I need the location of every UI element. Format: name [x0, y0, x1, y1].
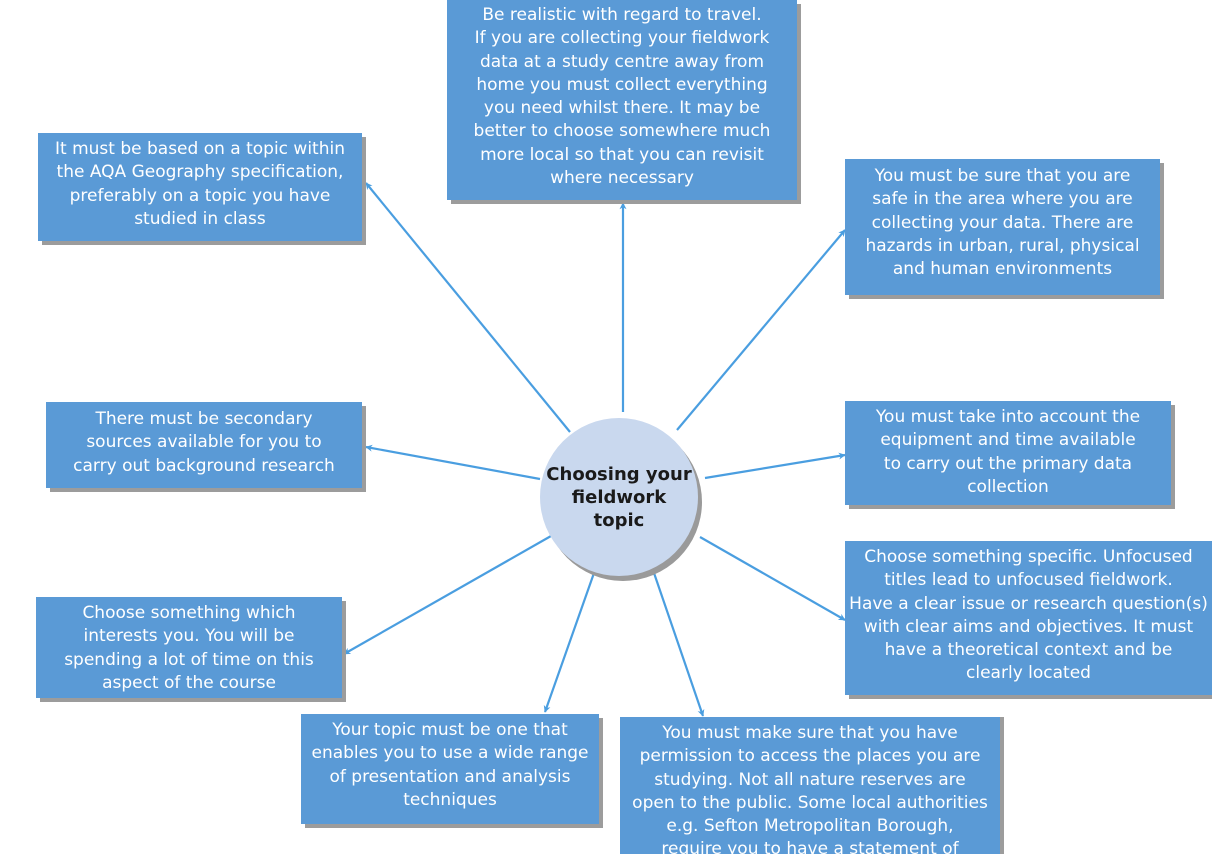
- central-topic-hub: Choosing your fieldwork topic: [540, 418, 698, 576]
- box-secondary-sources: There must be secondary sources availabl…: [46, 402, 362, 488]
- box-presentation: Your topic must be one that enables you …: [301, 714, 599, 824]
- arrow-to-presentation: [543, 572, 596, 713]
- box-equipment-time: You must take into account the equipment…: [845, 401, 1171, 505]
- box-safety: You must be sure that you are safe in th…: [845, 159, 1160, 295]
- arrow-to-safety: [676, 229, 846, 431]
- arrow-to-equipment-time: [704, 452, 846, 480]
- box-interests: Choose something which interests you. Yo…: [36, 597, 342, 698]
- box-specific: Choose something specific. Unfocused tit…: [845, 541, 1212, 695]
- box-travel: Be realistic with regard to travel. If y…: [447, 0, 797, 200]
- arrow-to-secondary-sources: [365, 444, 541, 481]
- box-aqa-spec: It must be based on a topic within the A…: [38, 133, 362, 241]
- arrow-to-permission: [652, 572, 705, 717]
- arrow-to-specific: [699, 536, 846, 621]
- box-permission: You must make sure that you have permiss…: [620, 717, 1000, 854]
- arrow-to-interests: [343, 535, 552, 655]
- arrow-to-aqa-spec: [365, 182, 571, 433]
